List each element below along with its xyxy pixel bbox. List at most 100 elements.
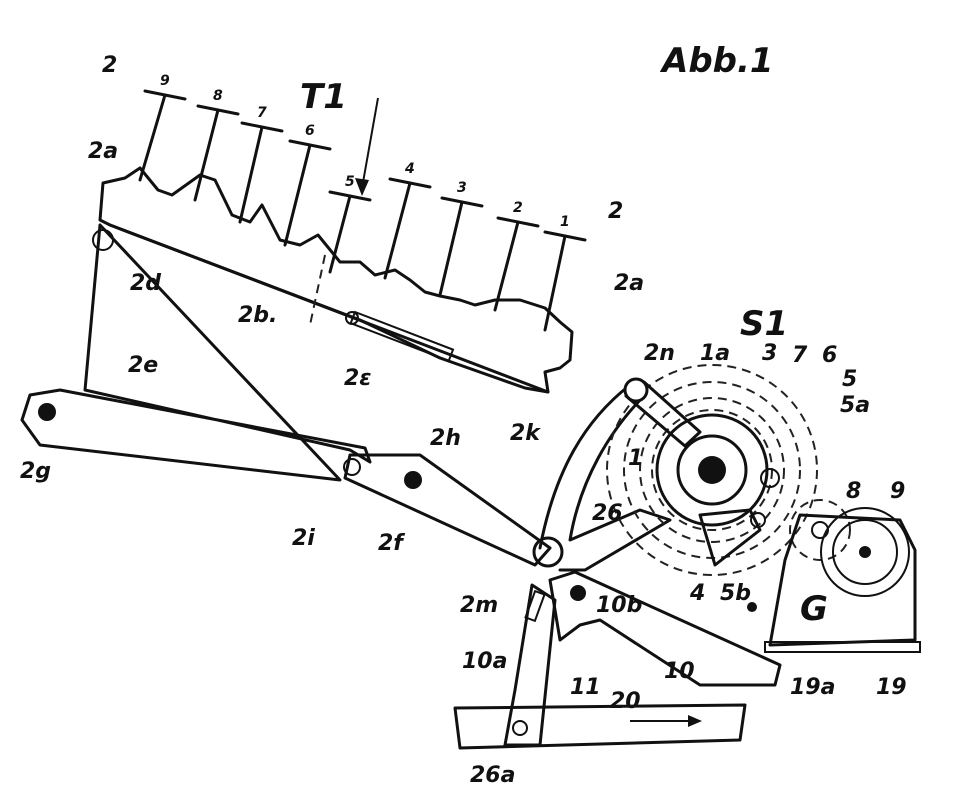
- gear-9-hub: [859, 546, 871, 558]
- slide-20: [453, 703, 747, 750]
- label-20: 20: [610, 689, 641, 714]
- mechanism-s1: [606, 364, 921, 653]
- key-cap: [328, 190, 372, 202]
- key-stem: [193, 108, 220, 202]
- label-26: 26: [592, 501, 623, 526]
- pawl-4: [698, 508, 762, 567]
- label-5b: 5b: [720, 581, 751, 606]
- pivot-2d: [92, 229, 114, 251]
- key-6: 6: [283, 123, 332, 247]
- key-bank: [92, 97, 574, 394]
- label-4: 4: [689, 581, 705, 606]
- pivot-2h: [404, 471, 422, 489]
- label-2-top: 2: [102, 53, 117, 78]
- pin-26a: [512, 720, 528, 736]
- key-stem: [328, 194, 352, 274]
- key-number: 3: [457, 180, 467, 196]
- block-g: G: [800, 589, 828, 629]
- arm-2n-end: [623, 377, 649, 403]
- label-7: 7: [792, 343, 808, 368]
- label-2a-right: 2a: [614, 271, 644, 296]
- key-stem: [543, 234, 567, 332]
- housing-g: [768, 513, 917, 647]
- key-cap: [440, 196, 484, 208]
- key-3: 3: [438, 180, 484, 297]
- hub: [676, 434, 748, 506]
- label-1a: 1a: [700, 341, 730, 366]
- spring-2e: [349, 310, 455, 363]
- pivot-2g: [38, 403, 56, 421]
- pawl-26a: [503, 583, 557, 747]
- label-19: 19: [876, 675, 907, 700]
- key-7: 7: [238, 105, 284, 224]
- label-2a-left: 2a: [88, 139, 118, 164]
- key-number: 4: [404, 161, 415, 177]
- gear-9-outer: [820, 507, 910, 597]
- label-2b: 2b.: [238, 303, 277, 328]
- group-s1: S1: [740, 304, 788, 344]
- label-5: 5: [842, 367, 857, 392]
- label-2m: 2m: [460, 593, 498, 618]
- lever-2e: [20, 223, 372, 482]
- slide-arrow-head: [688, 715, 702, 727]
- pin-5b: [750, 512, 766, 528]
- pin-5: [760, 468, 780, 488]
- label-2e-spring: 2ɛ: [344, 366, 372, 391]
- label-3: 3: [762, 341, 777, 366]
- pin-2i: [343, 458, 361, 476]
- label-26a: 26a: [470, 763, 515, 788]
- figure-title: Abb.1: [659, 41, 774, 81]
- label-6: 6: [822, 343, 837, 368]
- key-number: 7: [257, 105, 267, 121]
- label-2-right: 2: [608, 199, 623, 224]
- key-stem: [383, 181, 412, 280]
- key-cap: [240, 121, 284, 133]
- detent-line: [309, 254, 326, 326]
- key-stem: [238, 125, 264, 224]
- label-8: 8: [846, 479, 861, 504]
- label-10: 10: [664, 659, 695, 684]
- bar-2b: [108, 223, 550, 394]
- label-2n: 2n: [644, 341, 675, 366]
- outer-disc: [606, 364, 818, 576]
- group-t1: T1: [300, 77, 347, 117]
- label-2h: 2h: [430, 426, 461, 451]
- label-2k: 2k: [510, 421, 541, 446]
- key-cap: [196, 104, 240, 116]
- roller-2m: [532, 536, 564, 568]
- key-number: 8: [213, 88, 223, 104]
- label-19a: 19a: [790, 675, 835, 700]
- key-stem: [283, 143, 312, 247]
- key-5: 5: [328, 174, 372, 274]
- key-number: 6: [305, 123, 315, 139]
- key-carrier: [98, 166, 574, 394]
- key-arrow: [361, 97, 379, 189]
- gear-8: [789, 499, 851, 561]
- key-cap: [143, 89, 187, 101]
- pivot-10b: [570, 585, 586, 601]
- key-cap: [543, 230, 587, 242]
- key-1: 1: [543, 214, 587, 332]
- key-cap: [288, 139, 332, 151]
- label-1: 1: [628, 446, 643, 471]
- label-9: 9: [890, 479, 905, 504]
- lever-2f: [343, 453, 552, 567]
- label-2e: 2e: [128, 353, 158, 378]
- shaft: [698, 456, 726, 484]
- key-9: 9: [138, 73, 187, 182]
- shelf-19a: [764, 641, 921, 653]
- dot-5b: [747, 602, 757, 612]
- label-2g: 2g: [20, 459, 51, 484]
- key-8: 8: [193, 88, 240, 202]
- label-11: 11: [570, 675, 601, 700]
- gear-9: [832, 519, 898, 585]
- key-stem: [138, 93, 167, 182]
- label-2d: 2d: [130, 271, 161, 296]
- spring-anchor: [345, 311, 359, 325]
- key-stem: [493, 220, 520, 312]
- label-10b: 10b: [596, 593, 642, 618]
- key-cap: [496, 216, 540, 228]
- key-4: 4: [383, 161, 432, 280]
- label-2i: 2i: [292, 526, 315, 551]
